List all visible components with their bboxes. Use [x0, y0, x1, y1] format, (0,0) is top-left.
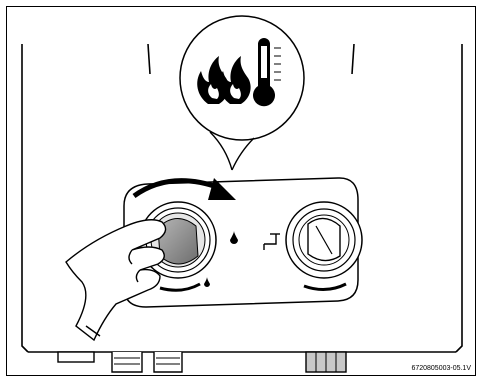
water-drop-icon [204, 231, 238, 287]
flame-icon [197, 56, 251, 104]
tap-icon [263, 233, 280, 250]
rotation-arrow [132, 178, 236, 200]
bottom-fittings [57, 351, 347, 373]
water-knob[interactable] [285, 201, 363, 291]
heater-body [21, 43, 463, 353]
figure-frame [6, 6, 476, 376]
reference-code: 6720805003-05.1V [411, 365, 471, 372]
hand [65, 219, 167, 342]
thermometer-icon [253, 38, 281, 107]
